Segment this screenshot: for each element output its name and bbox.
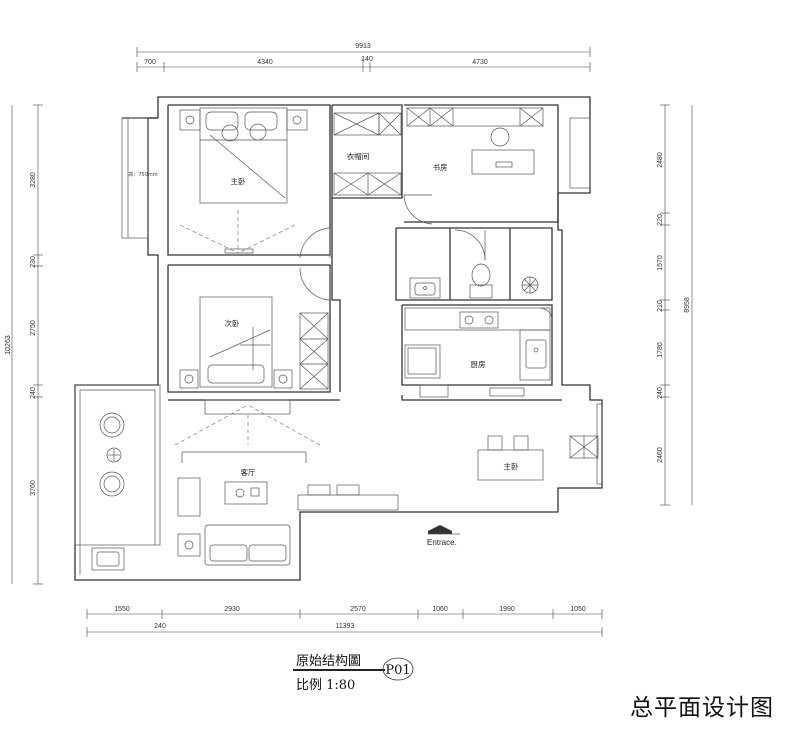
- dim-bottom-extra: 240: [154, 623, 166, 630]
- drawing-title: 原始结构圖: [296, 654, 361, 669]
- dim-top-seg-2: 4340: [257, 59, 273, 66]
- dim-bottom-seg-2: 2930: [224, 606, 240, 613]
- kitchen: 厨房: [404, 307, 551, 398]
- dim-left-seg-5: 3760: [30, 480, 37, 496]
- dim-right-seg-4: 210: [657, 300, 664, 312]
- room-label-study: 书房: [433, 162, 448, 172]
- drawing-scale: 比例 1:80: [296, 678, 355, 693]
- dim-top-seg-4: 4730: [472, 59, 488, 66]
- dim-left-seg-2: 230: [30, 256, 37, 268]
- dim-left-seg-1: 3280: [30, 172, 37, 188]
- dim-right-seg-7: 2460: [657, 447, 664, 463]
- drawing-code: P01: [385, 663, 410, 678]
- room-label-wardrobe: 衣帽间: [347, 151, 370, 161]
- dim-right-seg-6: 240: [657, 387, 664, 399]
- dim-right-total: 8958: [684, 297, 691, 313]
- window-height-note: 高：750mm: [128, 171, 157, 178]
- dim-left-total: 10263: [5, 335, 12, 355]
- entrance-label: Entrace.: [427, 538, 457, 547]
- bottom-dimensions: 1550 2930 2570 1060 1990 1050 240 11393: [86, 606, 603, 637]
- dim-top-seg-1: 700: [144, 59, 156, 66]
- room-label-dining: 主卧: [504, 461, 519, 471]
- dim-right-seg-1: 2480: [657, 152, 664, 168]
- right-dimensions: 2480 220 1570 210 1780 240 2460 8958: [657, 104, 693, 506]
- drawing-title-block: 原始结构圖 P01 比例 1:80: [293, 654, 414, 693]
- left-dimensions: 10263 3280 230 2750 240 3760: [5, 104, 43, 585]
- dim-right-seg-5: 1780: [657, 342, 664, 358]
- dim-top-total: 9913: [355, 43, 371, 50]
- balcony: [91, 412, 125, 571]
- dim-right-seg-3: 1570: [657, 255, 664, 271]
- interior-walls: [167, 104, 562, 511]
- top-dimensions: 9913 700 4340 140 4730: [136, 43, 591, 72]
- exterior-walls: [74, 96, 603, 581]
- dim-bottom-seg-1: 1550: [114, 606, 130, 613]
- study-room: 书房: [406, 107, 591, 189]
- dim-right-seg-2: 220: [657, 214, 664, 226]
- bathroom: [409, 263, 539, 299]
- room-label-kitchen: 厨房: [471, 359, 486, 369]
- dim-top-seg-3: 140: [361, 56, 373, 63]
- room-label-master-bedroom: 主卧: [231, 176, 246, 186]
- room-label-second-bedroom: 次卧: [225, 318, 240, 328]
- dim-left-seg-3: 2750: [30, 320, 37, 336]
- dining-area: 主卧: [477, 403, 603, 485]
- doors: [299, 194, 553, 321]
- second-bedroom: 次卧: [179, 296, 329, 390]
- living-room: 客厅: [174, 399, 360, 566]
- dim-bottom-seg-3: 2570: [350, 606, 366, 613]
- entrance-marker: Entrace.: [427, 525, 460, 547]
- dim-left-seg-4: 240: [30, 387, 37, 399]
- room-label-living-room: 客厅: [241, 467, 256, 477]
- master-bedroom: 主卧 高：750mm: [128, 107, 308, 254]
- dim-bottom-seg-6: 1050: [570, 606, 586, 613]
- page-title: 总平面设计图: [630, 695, 774, 721]
- dim-bottom-seg-4: 1060: [432, 606, 448, 613]
- dim-bottom-seg-5: 1990: [499, 606, 515, 613]
- wardrobe-room: 衣帽间: [333, 112, 402, 196]
- dim-bottom-total: 11393: [336, 623, 355, 630]
